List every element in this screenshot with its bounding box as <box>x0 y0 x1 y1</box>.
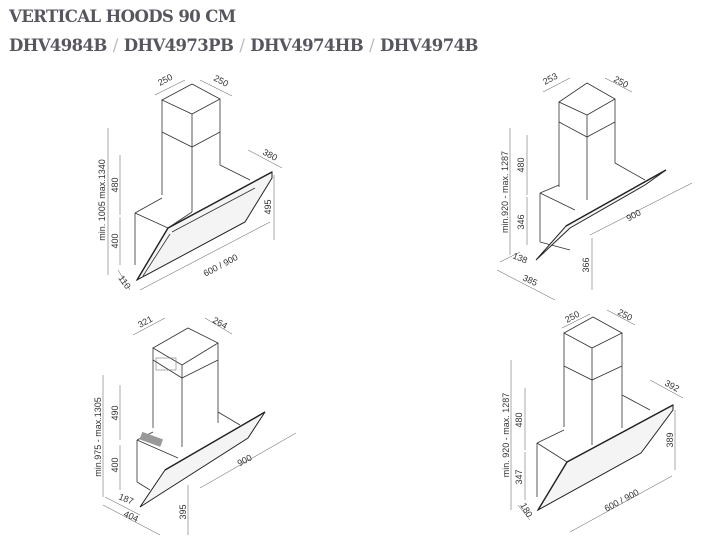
dim-chimney-depth: 250 <box>212 73 230 89</box>
dim-glass-height: 389 <box>665 432 675 447</box>
model-name: DHV4973PB <box>123 36 234 55</box>
model-name: DHV4974HB <box>250 36 364 55</box>
dim-chimney-width: 250 <box>563 309 581 325</box>
dim-chimney-height: 480 <box>514 412 524 427</box>
separator: / <box>239 36 245 55</box>
dim-width: 900 <box>236 452 254 468</box>
dim-glass-height: 395 <box>178 504 188 519</box>
dim-body-height: 400 <box>110 233 120 248</box>
hood-drawing-3: 321 264 min.975 - max.1305 490 400 187 4… <box>93 314 297 536</box>
dim-chimney-width: 321 <box>136 314 154 330</box>
hood-drawing-4: 250 250 min. 920 - max. 1287 480 347 180… <box>501 307 684 533</box>
dim-depth: 385 <box>521 273 539 288</box>
dim-body-height: 400 <box>110 457 120 472</box>
dim-depth: 404 <box>122 509 140 524</box>
dim-chimney-depth: 250 <box>612 74 630 90</box>
dim-depth: 380 <box>261 147 279 163</box>
hood-drawing-1: 250 250 min. 1005 max.1340 480 400 380 4… <box>97 72 283 291</box>
separator: / <box>369 36 375 55</box>
dim-depth: 392 <box>663 378 681 394</box>
model-name: DHV4974B <box>380 36 478 55</box>
model-list: DHV4984B/DHV4973PB/DHV4974HB/DHV4974B <box>9 36 478 55</box>
dim-body-height: 346 <box>516 214 526 229</box>
dim-chimney-depth: 250 <box>616 307 634 323</box>
dim-width: 600 / 900 <box>202 252 240 278</box>
dim-glass-height: 495 <box>263 199 273 214</box>
dim-total-height: min.975 - max.1305 <box>93 397 103 477</box>
dim-glass-height: 366 <box>581 257 591 272</box>
page-title: VERTICAL HOODS 90 CM <box>9 7 236 26</box>
dim-total-height: min.920 - max. 1287 <box>500 151 510 233</box>
dim-total-height: min. 1005 max.1340 <box>97 159 107 241</box>
dim-chimney-width: 253 <box>541 71 559 87</box>
dim-body-height: 347 <box>514 469 524 484</box>
dim-chimney-height: 480 <box>110 177 120 192</box>
dim-chimney-height: 490 <box>110 405 120 420</box>
separator: / <box>112 36 119 55</box>
dim-chimney-width: 250 <box>156 72 174 88</box>
dim-bottom-offset: 187 <box>117 492 135 507</box>
dim-total-height: min. 920 - max. 1287 <box>501 393 511 478</box>
hood-drawing-2: 253 250 min.920 - max. 1287 480 346 138 … <box>496 71 693 301</box>
dim-bottom-offset: 110 <box>116 273 132 290</box>
model-name: DHV4984B <box>9 36 107 55</box>
dim-width: 600 / 900 <box>603 487 641 513</box>
dim-chimney-height: 480 <box>516 157 526 172</box>
dim-bottom-offset: 138 <box>511 251 529 266</box>
dim-chimney-depth: 264 <box>211 315 229 331</box>
dim-bottom-offset: 180 <box>518 501 534 519</box>
